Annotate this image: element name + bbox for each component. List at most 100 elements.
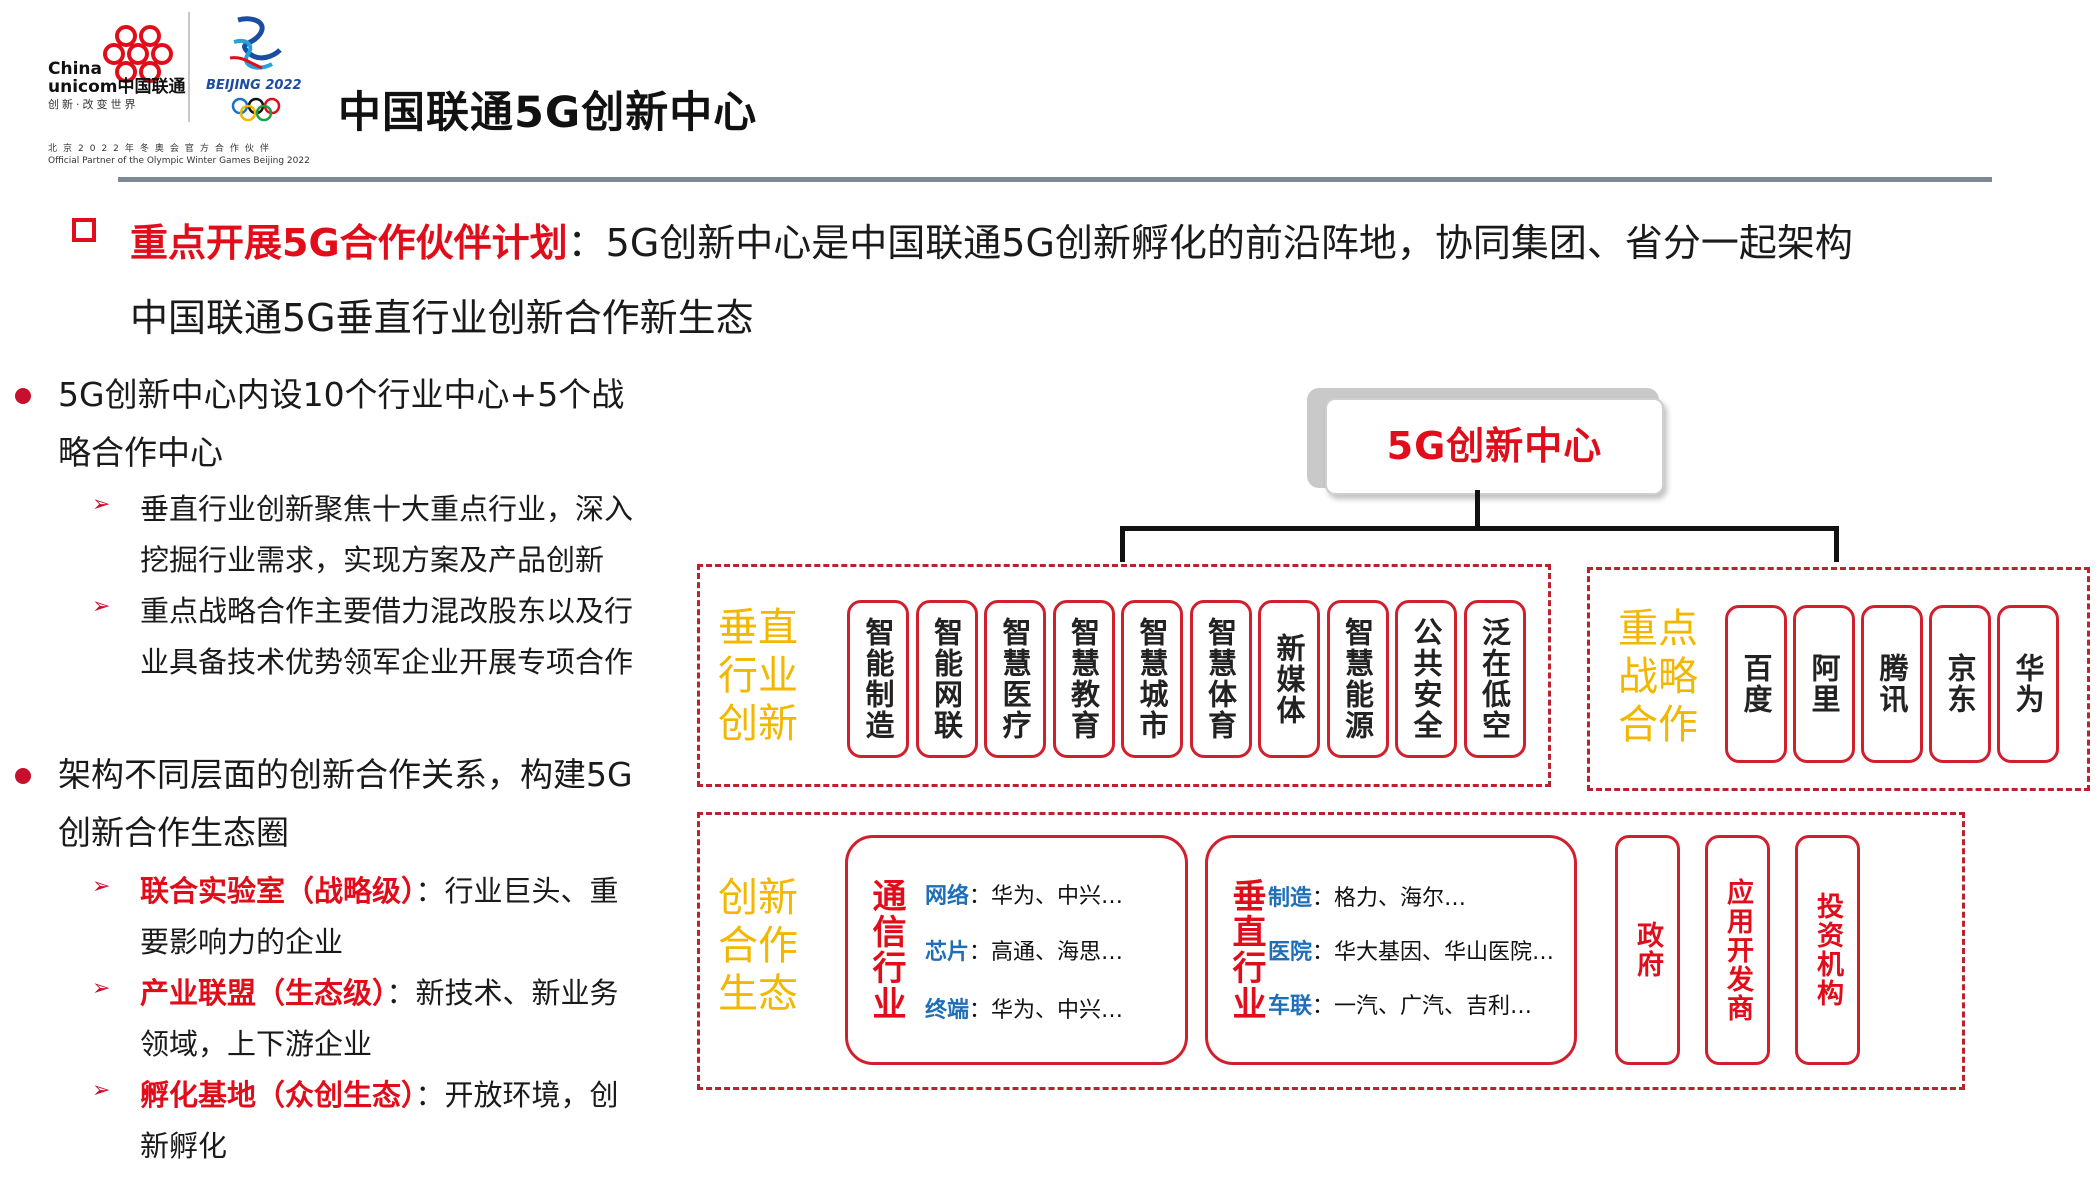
intro-line-1: 重点开展5G合作伙伴计划：5G创新中心是中国联通5G创新孵化的前沿阵地，协同集团…	[130, 212, 1853, 267]
sub-bullet-5-line-1: 孵化基地（众创生态）：开放环境，创	[140, 1070, 670, 1121]
telecom-industry-head: 通信行业	[866, 878, 906, 1022]
vertical-industry-item: 智慧教育	[1052, 600, 1115, 758]
vertical-industry-item-label: 智慧医疗	[998, 617, 1032, 741]
sub-bullet-1-line-2: 挖掘行业需求，实现方案及产品创新	[140, 543, 605, 577]
strategic-partner-item-label: 京东	[1943, 653, 1977, 715]
partner-statement-en: Official Partner of the Olympic Winter G…	[48, 156, 310, 166]
vertical-industry-item: 智能制造	[847, 600, 909, 758]
ecosystem-title-line-2: 合作	[718, 923, 798, 969]
tree-connector-horizontal	[1120, 526, 1838, 531]
ecosystem-other-item: 政府	[1615, 835, 1680, 1065]
sub-bullet-1: 垂直行业创新聚焦十大重点行业，深入 挖掘行业需求，实现方案及产品创新	[140, 484, 670, 586]
beijing-2022-emblem	[229, 16, 282, 122]
vertical-row-text: ：华大基因、华山医院…	[1312, 940, 1555, 965]
vertical-row-label: 医院	[1268, 940, 1313, 965]
bullet-2-line-2: 创新合作生态圈	[58, 813, 289, 852]
ecosystem-other-item-label: 应用开发商	[1722, 877, 1753, 1023]
vertical-row-label: 制造	[1268, 886, 1313, 911]
sub-bullet-3-line-1: 联合实验室（战略级）：行业巨头、重	[140, 866, 670, 917]
vertical-row-manufacturing: 制造：格力、海尔…	[1268, 880, 1466, 912]
vertical-row-label: 车联	[1268, 994, 1313, 1019]
brand-name-line2: unicom中国联通	[48, 77, 186, 97]
intro-highlight: 重点开展5G合作伙伴计划	[130, 221, 568, 265]
vertical-industry-item: 智慧医疗	[984, 600, 1046, 758]
innovation-ecosystem-group	[697, 812, 1965, 1090]
incubator-text: ：开放环境，创	[415, 1078, 619, 1112]
sub-bullet-4-line-1: 产业联盟（生态级）：新技术、新业务	[140, 968, 670, 1019]
sub-bullet-2: 重点战略合作主要借力混改股东以及行 业具备技术优势领军企业开展专项合作	[140, 586, 670, 688]
telecom-row-text: ：华为、中兴…	[969, 998, 1124, 1023]
vertical-row-hospital: 医院：华大基因、华山医院…	[1268, 934, 1554, 966]
vertical-industry-item: 泛在低空	[1463, 600, 1526, 758]
strategic-title-line-2: 战略	[1618, 654, 1698, 700]
sub-bullet-1-line-1: 垂直行业创新聚焦十大重点行业，深入	[140, 492, 634, 526]
ecosystem-title-line-1: 创新	[718, 875, 798, 921]
center-node: 5G创新中心	[1325, 398, 1664, 495]
arrow-bullet-icon: ➢	[92, 492, 111, 517]
telecom-row-text: ：高通、海思…	[969, 940, 1124, 965]
strategic-title-line-1: 重点	[1618, 606, 1698, 652]
telecom-row-label: 芯片	[925, 940, 970, 965]
vertical-industry-item: 公共安全	[1395, 600, 1457, 758]
vertical-industry-item-label: 智慧教育	[1066, 617, 1101, 741]
incubator-label: 孵化基地（众创生态）	[140, 1078, 416, 1112]
vertical-row-text: ：格力、海尔…	[1312, 886, 1467, 911]
arrow-bullet-icon: ➢	[92, 874, 111, 899]
title-divider	[118, 177, 1992, 182]
sub-bullet-4: 产业联盟（生态级）：新技术、新业务 领域，上下游企业	[140, 968, 670, 1070]
arrow-bullet-icon: ➢	[92, 594, 111, 619]
telecom-row-network: 网络：华为、中兴…	[925, 878, 1123, 910]
tree-connector-vertical	[1475, 490, 1480, 530]
strategic-partner-item: 百度	[1725, 605, 1787, 763]
vertical-industry-ecosystem-box	[1205, 835, 1577, 1065]
vertical-row-iov: 车联：一汽、广汽、吉利…	[1268, 988, 1532, 1020]
vertical-industry-item-label: 智慧体育	[1203, 617, 1238, 741]
strategic-partner-item-label: 百度	[1739, 653, 1773, 715]
strategic-partner-item: 华为	[1997, 605, 2059, 763]
bullet-1: 5G创新中心内设10个行业中心+5个战 略合作中心	[58, 366, 698, 482]
sub-bullet-3: 联合实验室（战略级）：行业巨头、重 要影响力的企业	[140, 866, 670, 968]
sub-bullet-4-line-2: 领域，上下游企业	[140, 1027, 373, 1061]
bullet-dot-icon	[15, 388, 31, 404]
bullet-1-line-1: 5G创新中心内设10个行业中心+5个战	[58, 375, 625, 414]
center-node-label: 5G创新中心	[1386, 424, 1603, 468]
vertical-industry-item-label: 公共安全	[1409, 617, 1443, 741]
vertical-industry-item: 智慧体育	[1189, 600, 1252, 758]
vertical-title-line-2: 行业	[718, 653, 798, 699]
arrow-bullet-icon: ➢	[92, 1078, 111, 1103]
partner-statement-cn: 北京2022年冬奥会官方合作伙伴	[48, 144, 275, 154]
vertical-industry-group	[697, 564, 1551, 787]
telecom-row-chip: 芯片：高通、海思…	[925, 934, 1123, 966]
vertical-title-line-3: 创新	[718, 701, 798, 747]
bullet-dot-icon	[15, 768, 31, 784]
brand-name: China unicom中国联通	[48, 60, 186, 96]
vertical-row-text: ：一汽、广汽、吉利…	[1312, 994, 1533, 1019]
ecosystem-title-line-3: 生态	[718, 971, 798, 1017]
vertical-industry-item-label: 智慧城市	[1135, 617, 1169, 741]
logo-divider	[188, 12, 190, 122]
beijing-2022-text: BEIJING 2022	[206, 78, 302, 93]
tree-connector-left	[1120, 526, 1125, 562]
telecom-row-terminal: 终端：华为、中兴…	[925, 992, 1123, 1024]
brand-name-line1: China	[48, 59, 102, 79]
vertical-industry-title: 垂直 行业 创新	[718, 604, 798, 748]
vertical-industry-item-label: 新媒体	[1272, 632, 1306, 726]
bullet-2-line-1: 架构不同层面的创新合作关系，构建5G	[58, 755, 633, 794]
tree-connector-right	[1834, 526, 1839, 562]
industry-alliance-label: 产业联盟（生态级）	[140, 976, 387, 1010]
intro-line-2: 中国联通5G垂直行业创新合作新生态	[130, 296, 754, 340]
sub-bullet-2-line-1: 重点战略合作主要借力混改股东以及行	[140, 594, 634, 628]
ecosystem-other-item-label: 投资机构	[1812, 892, 1843, 1008]
strategic-partner-item-label: 华为	[2011, 653, 2045, 715]
sub-bullet-5-line-2: 新孵化	[140, 1129, 228, 1163]
bullet-1-line-2: 略合作中心	[58, 433, 223, 472]
strategic-cooperation-title: 重点 战略 合作	[1618, 605, 1698, 749]
telecom-row-label: 终端	[925, 998, 970, 1023]
telecom-industry-box	[845, 835, 1188, 1065]
page-title: 中国联通5G创新中心	[338, 88, 758, 138]
sub-bullet-2-line-2: 业具备技术优势领军企业开展专项合作	[140, 645, 634, 679]
vertical-industry-item: 智慧城市	[1121, 600, 1183, 758]
vertical-industry-ecosystem-head: 垂直行业	[1226, 878, 1266, 1022]
ecosystem-other-item-label: 政府	[1632, 921, 1663, 979]
sub-bullet-3-line-2: 要影响力的企业	[140, 925, 344, 959]
